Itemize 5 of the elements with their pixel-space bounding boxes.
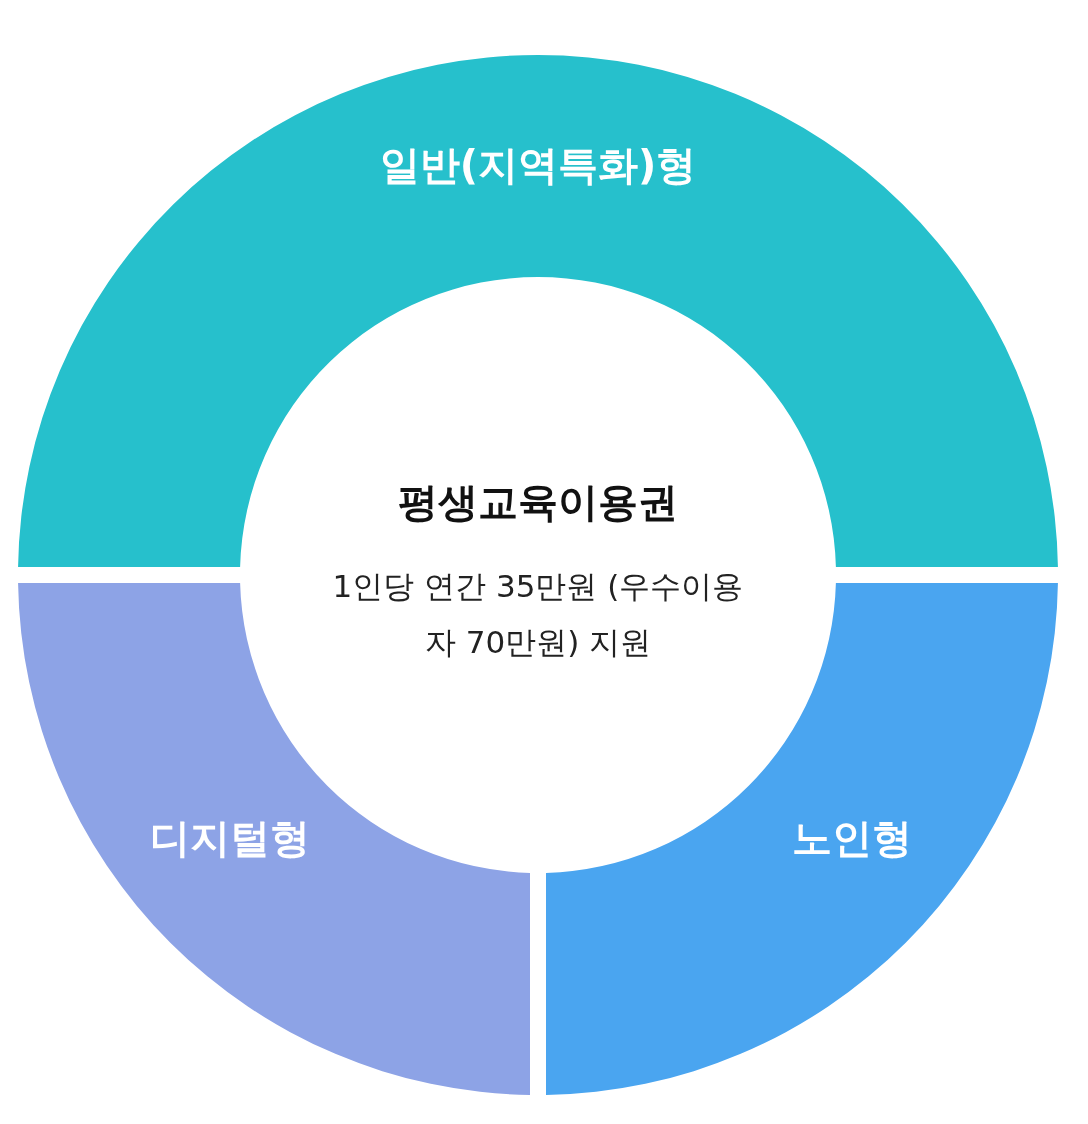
segment-label: 노인형 (792, 813, 912, 863)
body-text: 1인당 연간 35만원 (우수이용자 70만원) 지원 (331, 567, 745, 662)
segment-label: 디지털형 (150, 813, 310, 863)
title-text: 평생교육이용권 (398, 478, 678, 527)
segment-label: 일반(지역특화)형 (379, 140, 697, 190)
